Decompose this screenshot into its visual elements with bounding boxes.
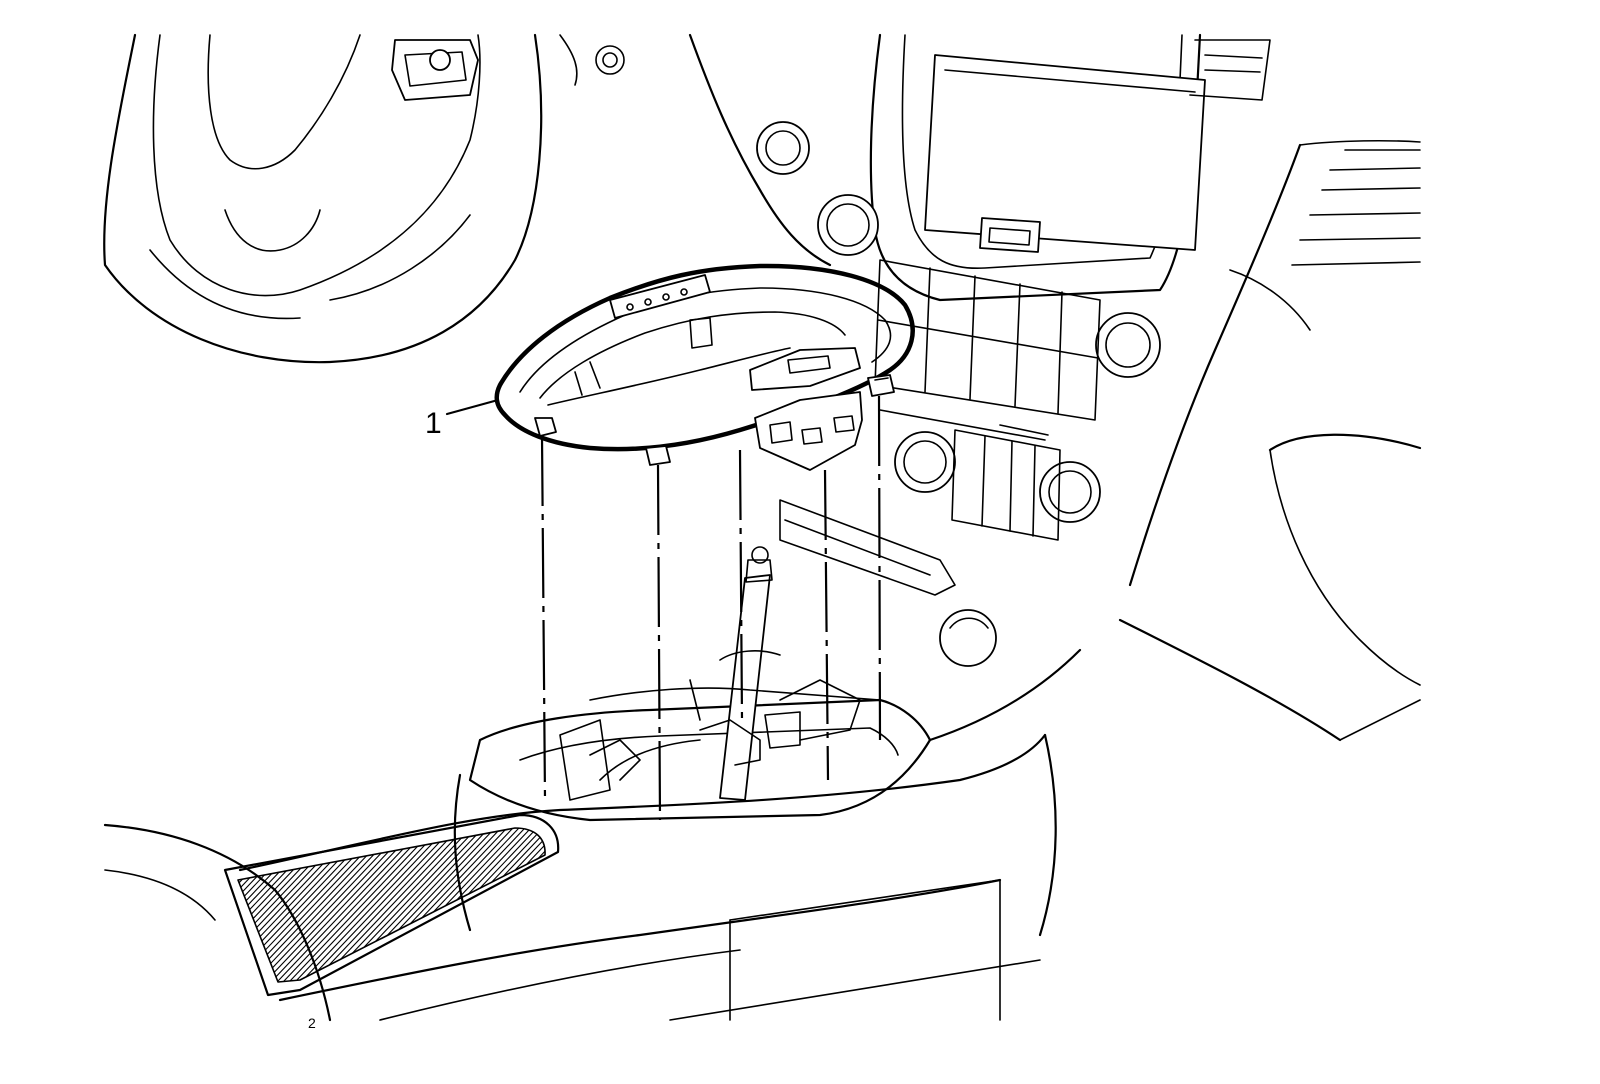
mat-hatch-line	[313, 828, 495, 982]
mat-hatch-line	[277, 828, 459, 982]
mat-hatch-line	[238, 828, 243, 982]
mat-hatch-line	[238, 828, 369, 982]
mat-hatch-line	[614, 810, 794, 1000]
mat-hatch-line	[50, 810, 230, 1000]
mat-hatch-line	[0, 810, 176, 1000]
mat-hatch-line	[584, 810, 764, 1000]
mat-hatch-line	[238, 828, 381, 982]
mat-hatch-line	[238, 828, 261, 982]
mat-hatch-line	[535, 828, 546, 982]
mat-hatch-line	[620, 810, 800, 1000]
mat-hatch-line	[0, 810, 140, 1000]
mat-hatch-line	[409, 828, 546, 982]
center-console	[103, 648, 1082, 1022]
mat-hatch-line	[56, 810, 236, 1000]
mat-hatch-line	[238, 828, 405, 982]
mat-hatch-line	[517, 828, 546, 982]
mat-hatch-line	[238, 828, 393, 982]
right-seat-trim	[1118, 139, 1422, 742]
callout-1-leader	[445, 398, 500, 416]
mat-hatch-line	[415, 828, 546, 982]
callout-1: 1	[425, 398, 500, 440]
mat-hatch-line	[523, 828, 546, 982]
mat-hatch-line	[238, 828, 255, 982]
mat-hatch-line	[602, 810, 782, 1000]
mat-hatch-line	[238, 828, 357, 982]
mat-hatch-line	[20, 810, 200, 1000]
mat-hatch-line	[0, 810, 134, 1000]
mat-hatch-line	[548, 810, 728, 1000]
mat-hatch-line	[0, 810, 158, 1000]
mat-hatch-line	[238, 828, 249, 982]
mat-hatch-line	[44, 810, 224, 1000]
mat-hatch-line	[238, 828, 267, 982]
mat-hatch-line	[319, 828, 501, 982]
mat-hatch-line	[608, 810, 788, 1000]
mat-hatch-line	[560, 810, 740, 1000]
shift-lever-mechanism	[559, 546, 881, 801]
mat-hatch-line	[253, 828, 435, 982]
mat-hatch-line	[554, 810, 734, 1000]
mat-hatch-line	[590, 810, 770, 1000]
mat-hatch-line	[238, 828, 375, 982]
mat-hatch-line	[38, 810, 218, 1000]
alignment-guide-lines	[540, 395, 882, 821]
mat-hatch-line	[238, 828, 279, 982]
mat-hatch-line	[541, 828, 546, 982]
mat-hatch-line	[349, 828, 531, 982]
mat-hatch-line	[283, 828, 465, 982]
callout-1-label: 1	[425, 407, 442, 440]
mat-hatch-line	[32, 810, 212, 1000]
mat-hatch-line	[0, 810, 146, 1000]
mat-hatch-line	[0, 810, 116, 1000]
mat-hatch-line	[0, 810, 128, 1000]
mat-hatch-line	[626, 810, 806, 1000]
mat-hatch-line	[385, 828, 546, 982]
mat-hatch-line	[379, 828, 546, 982]
mat-hatch-line	[238, 828, 399, 982]
mat-hatch-line	[238, 828, 297, 982]
mat-hatch-line	[8, 810, 188, 1000]
mat-hatch-line	[337, 828, 519, 982]
corner-mark: 2	[308, 1015, 316, 1031]
steering-wheel	[103, 33, 625, 364]
mat-hatch-line	[0, 810, 122, 1000]
mat-hatch-line	[421, 828, 546, 982]
mat-hatch-line	[2, 810, 182, 1000]
mat-hatch-line	[238, 828, 285, 982]
shifter-bezel-assembly	[494, 263, 915, 471]
mat-hatch-line	[14, 810, 194, 1000]
center-stack	[688, 33, 1271, 667]
mat-hatch-line	[247, 828, 429, 982]
mat-hatch-line	[0, 810, 152, 1000]
mat-hatch-line	[0, 810, 110, 1000]
mat-hatch-line	[596, 810, 776, 1000]
mat-hatch-line	[566, 810, 746, 1000]
mat-hatch-line	[0, 810, 164, 1000]
storage-tray-mat	[0, 810, 806, 1000]
mat-hatch-line	[238, 828, 387, 982]
mat-hatch-line	[0, 810, 170, 1000]
mat-hatch-line	[343, 828, 525, 982]
